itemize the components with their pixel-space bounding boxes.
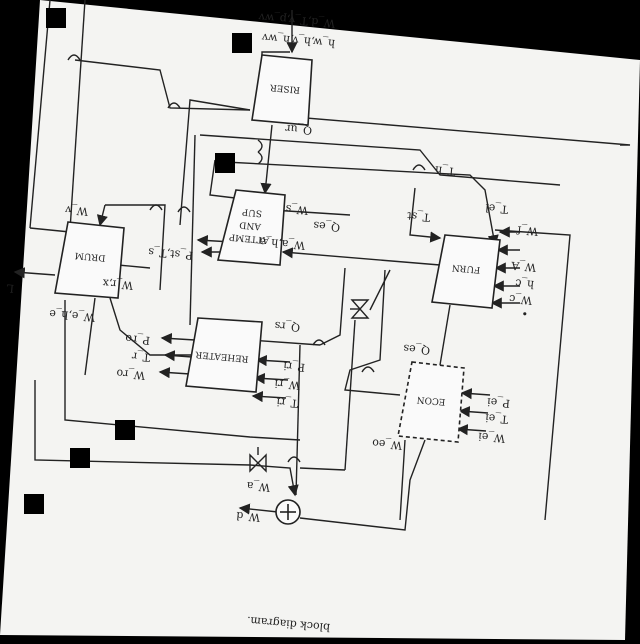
w-ro-label: W_ro [116, 366, 146, 381]
econ-block: ECON [397, 361, 465, 443]
furn-label: FURN [451, 262, 480, 274]
l-label: L [6, 281, 15, 295]
redaction-box [24, 494, 44, 514]
p-ei-label: P_ei [486, 395, 510, 410]
t-el-label: T_el [484, 201, 508, 216]
redaction-box [46, 8, 66, 28]
w-ri-label: W_ri [274, 377, 301, 392]
redaction-marks [24, 8, 252, 514]
w-a-label: W_A [510, 259, 537, 274]
w-ei-label: W_ei [477, 430, 505, 445]
h-c-label: h_c [515, 276, 535, 291]
redaction-box [70, 448, 90, 468]
q-es-econ-label: Q_es [403, 342, 431, 357]
w-r-x-label: W_r,x [101, 276, 133, 292]
p-st-t-s-label: P_st,T_s [147, 245, 193, 262]
t-r-label: T_r [131, 349, 151, 364]
bullet-label: • [521, 306, 529, 320]
signal-lines [13, 0, 631, 531]
sup-attemp-block: SUP AND ATTEMP [216, 189, 286, 266]
q-rs-label: Q_rs [274, 319, 301, 334]
w-v-label: W_v [64, 203, 89, 218]
line-crossover-hops [67, 54, 426, 463]
drum-block: DRUM [54, 221, 125, 299]
signal-labels: W_d,T_v,p_wv h_w,h_v,h_wv Q_ur T_h T_st … [6, 10, 539, 634]
w-e-h-e-label: W_e,h_e [49, 307, 96, 324]
sup-label: SUP [242, 206, 263, 218]
t-st-label: T_st [406, 209, 431, 224]
valve-icon [350, 299, 370, 319]
w-f-label: W_f [516, 223, 539, 238]
w-d-label: W_d [236, 509, 261, 524]
w-s-label: W_s [285, 202, 309, 217]
w-a-bottom-label: W_a [246, 479, 271, 494]
econ-label: ECON [416, 394, 446, 406]
redaction-box [215, 153, 235, 173]
attemp-label: ATTEMP [229, 231, 271, 245]
furn-block: FURN [431, 234, 501, 309]
q-ur-label: Q_ur [284, 122, 313, 137]
redaction-box [115, 420, 135, 440]
reheater-block: REHEATER [185, 317, 263, 393]
w-eo-label: W_eo [371, 436, 402, 452]
p-ro-label: P_ro [124, 332, 150, 347]
riser-input-label: h_w,h_v,h_wv [261, 31, 336, 50]
p-ri-label: P_ri [282, 359, 305, 374]
valve-icon [249, 447, 267, 473]
riser-label: RISER [270, 82, 301, 95]
and-label: AND [239, 219, 262, 231]
w-c-label: W_c [509, 292, 533, 307]
q-es-label: Q_es [313, 219, 341, 234]
drum-label: DRUM [74, 250, 106, 263]
t-h-label: T_h [435, 163, 456, 178]
reheater-label: REHEATER [195, 349, 249, 364]
w-a-h-a-label: W_a,h_a [258, 235, 305, 252]
t-ei-label: T_ei [484, 411, 508, 426]
redaction-box [232, 33, 252, 53]
t-ri-label: T_ri [275, 395, 298, 410]
riser-block: RISER [251, 54, 313, 126]
summing-junction-icon [275, 499, 301, 525]
